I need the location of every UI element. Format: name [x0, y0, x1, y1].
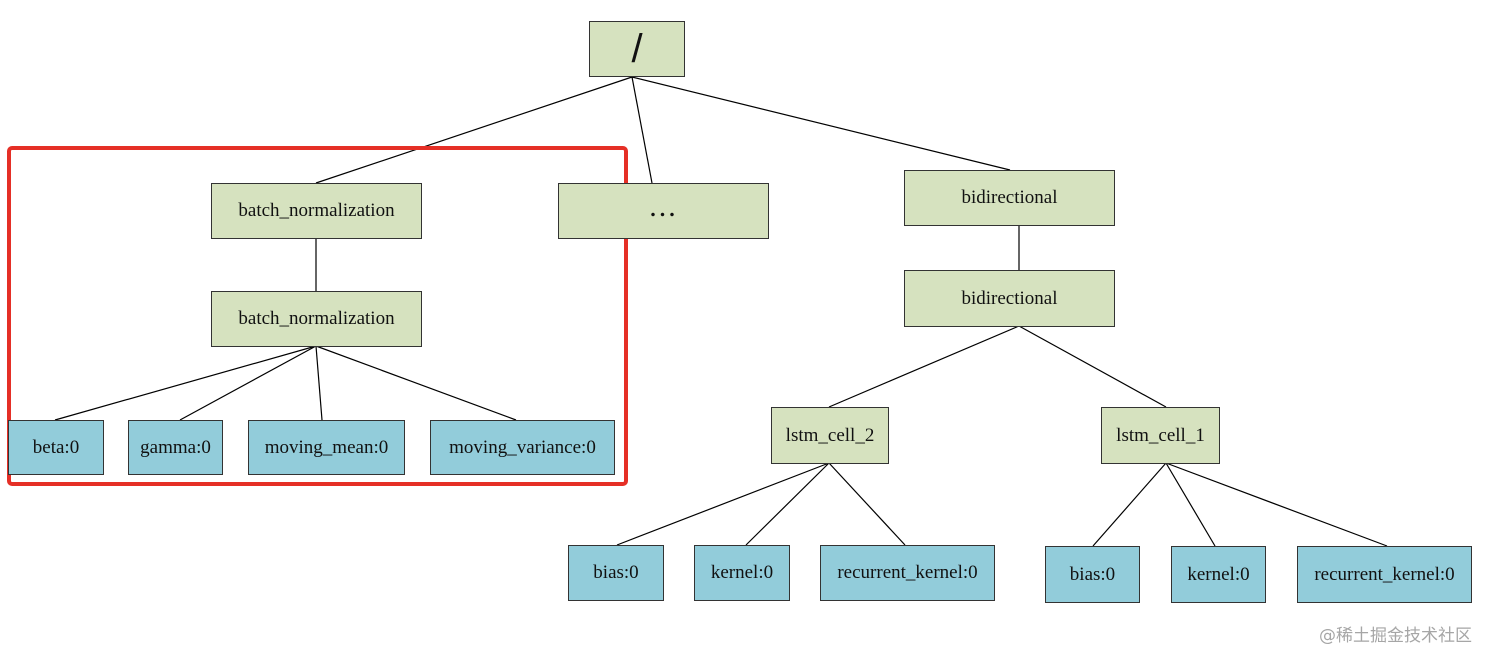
node-lstm1-kernel: kernel:0	[1171, 546, 1266, 603]
node-lstm1-bias: bias:0	[1045, 546, 1140, 603]
node-lstm1-recurrent-kernel: recurrent_kernel:0	[1297, 546, 1472, 603]
node-moving-mean: moving_mean:0	[248, 420, 405, 475]
node-bidirectional-outer: bidirectional	[904, 170, 1115, 226]
watermark: @稀土掘金技术社区	[1319, 626, 1472, 646]
edge-bn-beta	[54, 345, 317, 421]
edge-root-bidirectional	[631, 76, 1011, 171]
node-batch-normalization-inner: batch_normalization	[211, 291, 422, 347]
edge-bn-moving-variance	[315, 345, 517, 421]
node-gamma: gamma:0	[128, 420, 223, 475]
edge-lstm2-kernel	[745, 462, 830, 546]
edge-lstm2-recurrent	[828, 462, 906, 546]
highlight-box-batch-normalization	[7, 146, 628, 486]
node-moving-variance: moving_variance:0	[430, 420, 615, 475]
node-batch-normalization-outer: batch_normalization	[211, 183, 422, 239]
edge-bn-gamma	[179, 345, 317, 421]
node-beta: beta:0	[8, 420, 104, 475]
node-bidirectional-inner: bidirectional	[904, 270, 1115, 327]
node-ellipsis: ...	[558, 183, 769, 239]
edge-root-batch-norm	[315, 76, 633, 184]
edge-lstm2-bias	[616, 462, 830, 546]
edge-bi-lstm2	[828, 325, 1020, 408]
edge-lstm1-kernel	[1165, 462, 1216, 547]
node-lstm-cell-1: lstm_cell_1	[1101, 407, 1220, 464]
edge-bi-lstm1	[1018, 325, 1167, 408]
node-lstm2-recurrent-kernel: recurrent_kernel:0	[820, 545, 995, 601]
edge-lstm1-recurrent	[1165, 462, 1388, 547]
edge-root-ellipsis	[631, 76, 653, 184]
node-root: /	[589, 21, 685, 77]
node-lstm2-kernel: kernel:0	[694, 545, 790, 601]
edge-bn-moving-mean	[315, 345, 323, 421]
node-lstm-cell-2: lstm_cell_2	[771, 407, 889, 464]
node-lstm2-bias: bias:0	[568, 545, 664, 601]
edge-lstm1-bias	[1092, 462, 1167, 547]
